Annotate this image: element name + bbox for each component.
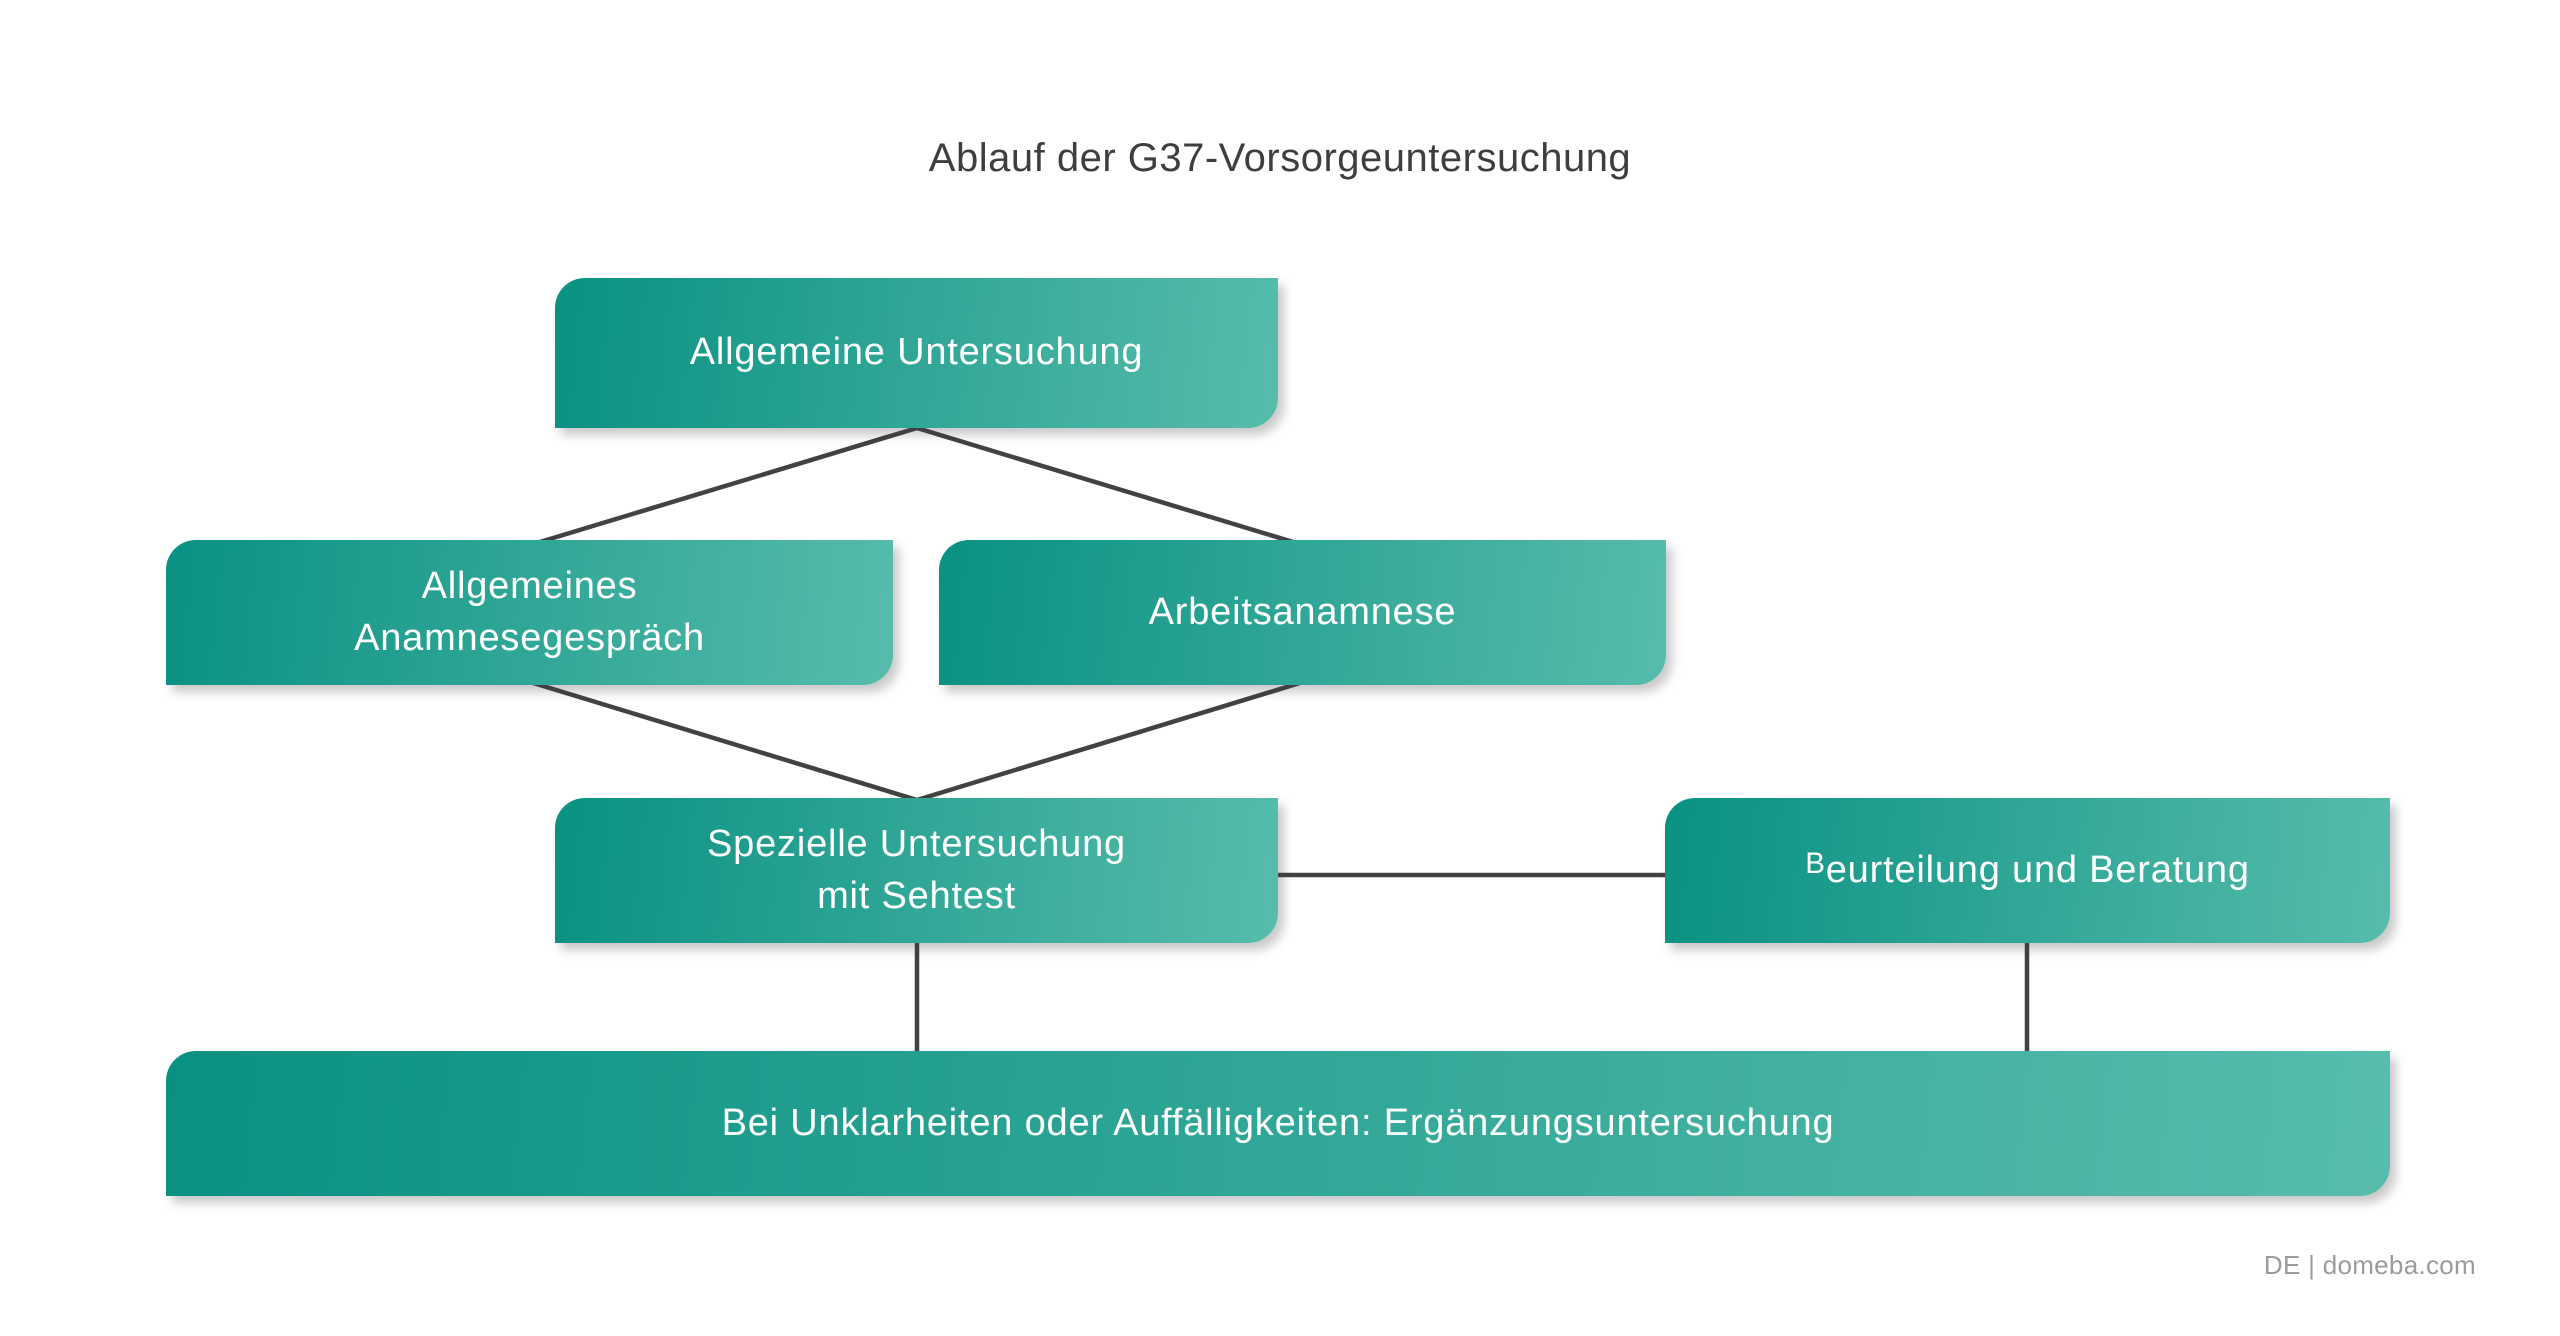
diagram-title: Ablauf der G37-Vorsorgeuntersuchung (928, 136, 1632, 180)
footer-credit: DE | domeba.com (2263, 1250, 2476, 1280)
connector-top-to-anamnesegespraech (529, 425, 918, 548)
connector-top-to-arbeitsanamnese (916, 425, 1304, 548)
node-spezielle-untersuchung: Spezielle Untersuchung mit Sehtest (555, 798, 1278, 943)
node-allgemeine-untersuchung: Allgemeine Untersuchung (555, 278, 1278, 428)
beurteilung-rest: eurteilung und Beratung (1825, 848, 2250, 891)
node-ergaenzungsuntersuchung: Bei Unklarheiten oder Auffälligkeiten: E… (166, 1051, 2390, 1196)
beurteilung-raised-initial: B (1805, 846, 1826, 880)
node-beurteilung-label: Beurteilung und Beratung (1805, 845, 2250, 896)
node-beurteilung-und-beratung: Beurteilung und Beratung (1665, 798, 2390, 943)
node-arbeitsanamnese: Arbeitsanamnese (939, 540, 1666, 685)
connector-anamnesegespraech-to-spezielle (529, 679, 918, 803)
connector-arbeitsanamnese-to-spezielle (916, 679, 1304, 803)
node-allgemeines-anamnesegespraech: Allgemeines Anamnesegespräch (166, 540, 893, 685)
